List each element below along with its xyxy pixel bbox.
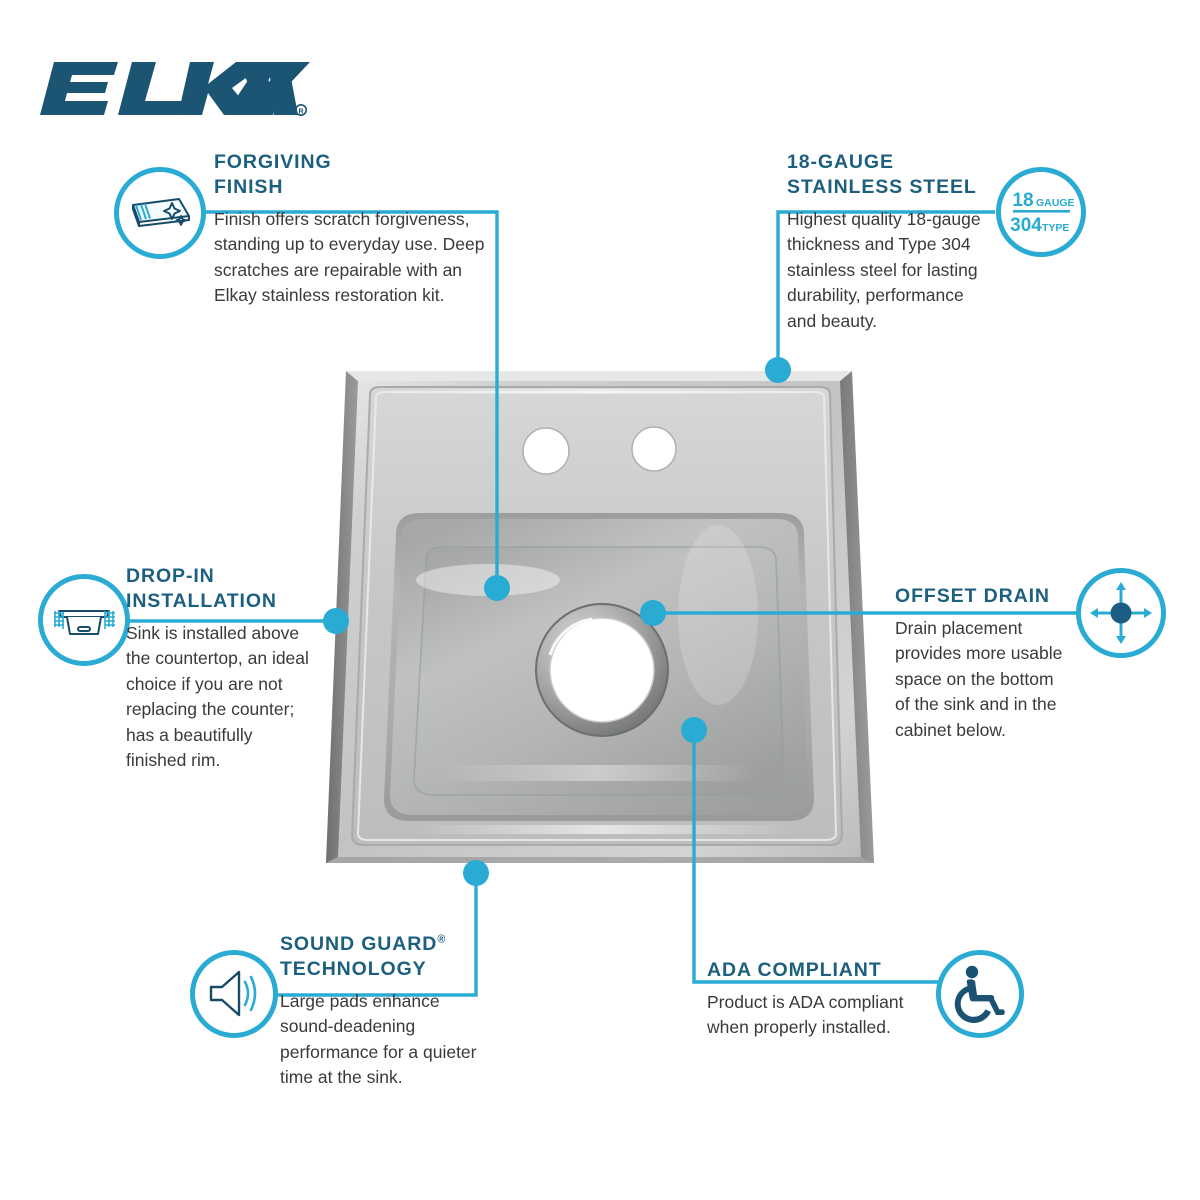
svg-text:18: 18: [1012, 190, 1033, 211]
callout-body: Drain placement provides more usable spa…: [895, 618, 1063, 740]
four-way-arrows-icon: [1076, 568, 1166, 658]
callout-body: Sink is installed above the countertop, …: [126, 623, 309, 771]
sink-product-image: [318, 365, 880, 887]
callout-body: Product is ADA compliant when properly i…: [707, 992, 904, 1038]
callout-body: Large pads enhance sound-deadening perfo…: [280, 991, 477, 1088]
svg-text:GAUGE: GAUGE: [1036, 197, 1075, 209]
gauge-type-badge-icon: 18 GAUGE 304 TYPE: [996, 167, 1086, 257]
callout-drop-in-installation: DROP-IN INSTALLATION Sink is installed a…: [126, 564, 311, 773]
callout-body: Highest quality 18-gauge thickness and T…: [787, 209, 981, 331]
elkay-logo: R: [40, 58, 310, 120]
svg-text:TYPE: TYPE: [1042, 222, 1069, 234]
svg-text:304: 304: [1010, 215, 1042, 236]
callout-heading: FORGIVING FINISH: [214, 151, 332, 198]
speaker-sound-icon: [190, 950, 278, 1038]
callout-18-gauge: 18-GAUGE STAINLESS STEEL Highest quality…: [787, 150, 993, 334]
callout-heading: 18-GAUGE STAINLESS STEEL: [787, 151, 977, 198]
drop-in-sink-section-icon: [38, 574, 130, 666]
callout-body: Finish offers scratch forgiveness, stand…: [214, 209, 485, 306]
callout-heading: OFFSET DRAIN: [895, 585, 1050, 607]
callout-heading: SOUND GUARD® TECHNOLOGY: [280, 933, 447, 980]
callout-sound-guard: SOUND GUARD® TECHNOLOGY Large pads enhan…: [280, 932, 480, 1091]
callout-forgiving-finish: FORGIVING FINISH Finish offers scratch f…: [214, 150, 489, 309]
svg-text:R: R: [298, 108, 303, 115]
brushed-panel-sparkle-icon: [114, 167, 206, 259]
callout-ada-compliant: ADA COMPLIANT Product is ADA compliant w…: [707, 958, 917, 1041]
callout-offset-drain: OFFSET DRAIN Drain placement provides mo…: [895, 584, 1073, 743]
registered-mark: ®: [437, 933, 447, 946]
callout-heading: ADA COMPLIANT: [707, 959, 882, 981]
callout-heading: DROP-IN INSTALLATION: [126, 565, 277, 612]
wheelchair-accessibility-icon: [936, 950, 1024, 1038]
